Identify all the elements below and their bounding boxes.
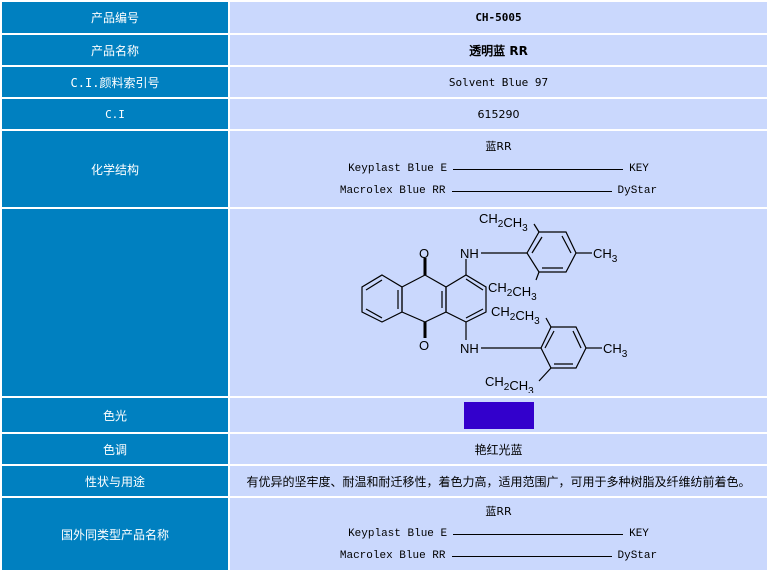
double-bond — [465, 308, 484, 319]
quinone-ring — [401, 274, 447, 323]
row-foreign-equivalents: 国外同类型产品名称 蓝RR Keyplast Blue E KEY Macrol… — [2, 498, 767, 570]
structure-diagram: O O NH NH CH3 CH3 CH2CH3 CH2CH3 CH2CH3 C… — [230, 209, 767, 397]
equivalent-row: Macrolex Blue RR DyStar — [230, 545, 767, 567]
label-usage: 性状与用途 — [2, 466, 228, 496]
structure-title: 蓝RR — [485, 140, 512, 153]
value-ci: 615290 — [230, 99, 767, 129]
label-structure: 化学结构 — [2, 131, 228, 207]
ethyl-label: CH2CH3 — [479, 211, 528, 234]
ethyl-label: CH2CH3 — [491, 304, 540, 327]
equivalent-maker: DyStar — [617, 185, 658, 197]
bond — [533, 223, 540, 233]
double-bond — [365, 308, 383, 319]
label-product-code: 产品编号 — [2, 2, 228, 33]
aminated-ring — [445, 274, 487, 323]
equivalent-name: Macrolex Blue RR — [339, 550, 446, 562]
value-ci-index: Solvent Blue 97 — [230, 67, 767, 97]
foreign-title: 蓝RR — [485, 505, 512, 518]
value-shade — [230, 398, 767, 432]
row-usage: 性状与用途 有优异的坚牢度、耐温和耐迁移性，着色力高，适用范围广，可用于多种树脂… — [2, 466, 767, 496]
label-formula-empty — [2, 209, 228, 396]
double-bond — [561, 235, 572, 254]
divider-line — [451, 555, 612, 557]
label-product-name: 产品名称 — [2, 35, 228, 65]
aryl-ring — [526, 231, 577, 273]
double-bond — [531, 236, 543, 254]
row-product-code: 产品编号 CH-5005 — [2, 2, 767, 33]
methyl-label: CH3 — [603, 341, 628, 360]
equivalent-row: Keyplast Blue E KEY — [230, 523, 767, 545]
value-product-name: 透明蓝 RR — [230, 35, 767, 65]
value-structure: 蓝RR Keyplast Blue E KEY Macrolex Blue RR… — [230, 131, 767, 207]
color-swatch — [463, 401, 534, 429]
bond — [545, 317, 552, 328]
equivalent-row: Keyplast Blue E KEY — [230, 158, 767, 180]
row-formula: O O NH NH CH3 CH3 CH2CH3 CH2CH3 CH2CH3 C… — [2, 209, 767, 397]
aryl-ring — [540, 326, 587, 369]
bond — [535, 271, 540, 281]
oxygen-label: O — [419, 246, 429, 261]
double-bond — [572, 330, 582, 349]
divider-line — [453, 533, 624, 535]
ethyl-label: CH2CH3 — [488, 280, 537, 303]
row-product-name: 产品名称 透明蓝 RR — [2, 35, 767, 65]
row-shade: 色光 — [2, 398, 767, 432]
row-hue: 色调 艳红光蓝 — [2, 434, 767, 464]
nh-label: NH — [460, 246, 479, 261]
nh-label: NH — [460, 341, 479, 356]
equivalent-row: Macrolex Blue RR DyStar — [230, 180, 767, 202]
label-shade: 色光 — [2, 398, 228, 432]
oxygen-label: O — [419, 338, 429, 353]
double-bond — [465, 278, 484, 291]
equivalent-name: Keyplast Blue E — [348, 528, 448, 540]
benzene-ring — [361, 274, 403, 323]
equivalent-maker: KEY — [629, 163, 649, 175]
row-structure: 化学结构 蓝RR Keyplast Blue E KEY Macrolex Bl… — [2, 131, 767, 207]
equivalent-name: Keyplast Blue E — [348, 163, 448, 175]
methyl-label: CH3 — [593, 246, 618, 265]
row-ci: C.I 615290 — [2, 99, 767, 129]
double-bond — [544, 330, 555, 349]
divider-line — [453, 168, 624, 170]
molecule-diagram: O O NH NH CH3 CH3 CH2CH3 CH2CH3 CH2CH3 C… — [361, 211, 628, 397]
value-foreign: 蓝RR Keyplast Blue E KEY Macrolex Blue RR… — [230, 498, 767, 570]
value-hue: 艳红光蓝 — [230, 434, 767, 464]
label-ci: C.I — [2, 99, 228, 129]
label-ci-index: C.I.颜料索引号 — [2, 67, 228, 97]
value-product-code: CH-5005 — [230, 2, 767, 33]
equivalent-name: Macrolex Blue RR — [339, 185, 446, 197]
bond — [538, 367, 552, 382]
value-usage: 有优异的坚牢度、耐温和耐迁移性，着色力高，适用范围广，可用于多种树脂及纤维纺前着… — [230, 466, 767, 496]
equivalent-maker: KEY — [629, 528, 649, 540]
ethyl-label: CH2CH3 — [485, 374, 534, 393]
equivalent-maker: DyStar — [617, 550, 658, 562]
row-ci-index: C.I.颜料索引号 Solvent Blue 97 — [2, 67, 767, 97]
double-bond — [365, 279, 383, 291]
divider-line — [451, 190, 612, 192]
label-hue: 色调 — [2, 434, 228, 464]
label-foreign: 国外同类型产品名称 — [2, 498, 228, 570]
